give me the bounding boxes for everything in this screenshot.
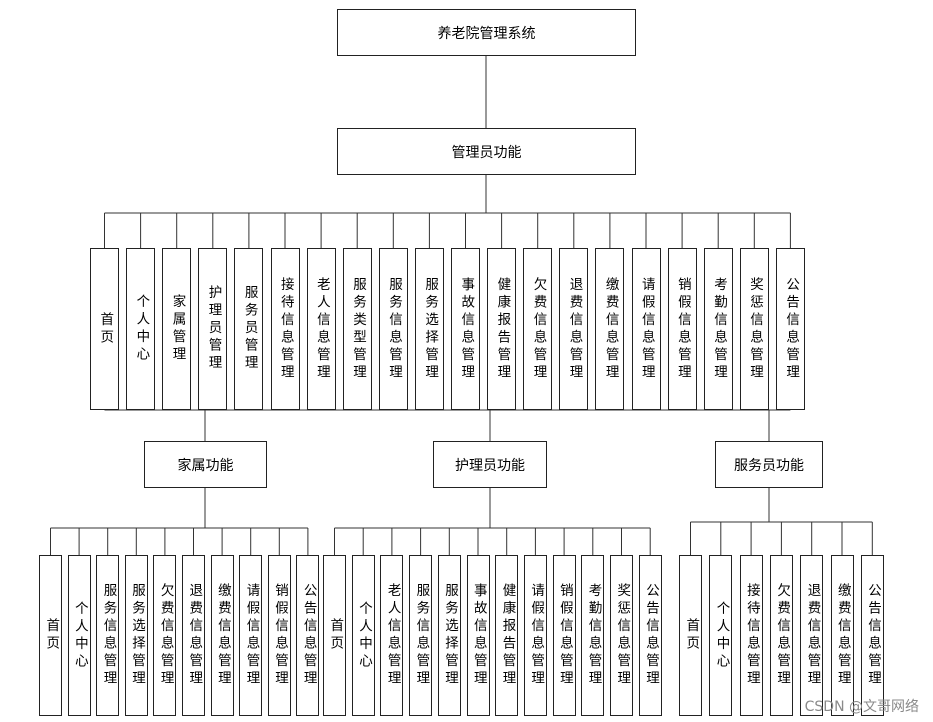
family-item: 服务选择管理 [124, 555, 148, 716]
family-item: 服务信息管理 [96, 555, 120, 716]
admin-item: 家属管理 [162, 248, 192, 410]
admin-item: 事故信息管理 [451, 248, 480, 410]
root-label: 养老院管理系统 [437, 25, 536, 42]
nurse-item: 考勤信息管理 [581, 555, 605, 716]
nurse-item: 服务选择管理 [437, 555, 461, 716]
nurse-item: 事故信息管理 [466, 555, 490, 716]
admin-item: 首页 [90, 248, 119, 410]
admin-item: 销假信息管理 [667, 248, 697, 410]
nurse-item: 请假信息管理 [523, 555, 547, 716]
waiter-item: 接待信息管理 [739, 555, 763, 716]
family-node: 家属功能 [144, 441, 267, 488]
waiter-item: 缴费信息管理 [830, 555, 854, 716]
admin-item: 服务信息管理 [378, 248, 408, 410]
waiter-label: 服务员功能 [734, 457, 804, 474]
watermark: CSDN @文哥网络 [804, 699, 919, 715]
admin-item: 老人信息管理 [306, 248, 336, 410]
admin-label: 管理员功能 [451, 144, 522, 161]
admin-item: 欠费信息管理 [523, 248, 553, 410]
family-item: 缴费信息管理 [210, 555, 234, 716]
nurse-label: 护理员功能 [455, 457, 525, 474]
nurse-item: 公告信息管理 [638, 555, 662, 716]
nurse-item: 个人中心 [351, 555, 375, 716]
admin-item: 接待信息管理 [270, 248, 300, 410]
root-node: 养老院管理系统 [337, 9, 636, 56]
nurse-item: 销假信息管理 [552, 555, 576, 716]
nurse-item: 服务信息管理 [409, 555, 433, 716]
admin-item: 个人中心 [126, 248, 156, 410]
family-item: 退费信息管理 [182, 555, 205, 716]
admin-item: 退费信息管理 [559, 248, 589, 410]
waiter-node: 服务员功能 [715, 441, 823, 488]
admin-node: 管理员功能 [337, 128, 636, 175]
waiter-item: 公告信息管理 [860, 555, 884, 716]
admin-item: 护理员管理 [198, 248, 228, 410]
waiter-item: 欠费信息管理 [769, 555, 793, 716]
admin-item: 请假信息管理 [631, 248, 661, 410]
family-item: 公告信息管理 [296, 555, 320, 716]
waiter-item: 退费信息管理 [800, 555, 824, 716]
admin-item: 服务选择管理 [414, 248, 444, 410]
admin-item: 服务员管理 [234, 248, 264, 410]
waiter-item: 首页 [679, 555, 702, 716]
nurse-item: 奖惩信息管理 [610, 555, 633, 716]
nurse-node: 护理员功能 [433, 441, 547, 488]
family-item: 首页 [39, 555, 62, 716]
admin-item: 健康报告管理 [487, 248, 517, 410]
admin-item: 缴费信息管理 [595, 248, 625, 410]
admin-item: 公告信息管理 [775, 248, 805, 410]
family-item: 请假信息管理 [239, 555, 263, 716]
nurse-item: 老人信息管理 [380, 555, 404, 716]
family-item: 个人中心 [67, 555, 91, 716]
family-item: 欠费信息管理 [153, 555, 177, 716]
admin-item: 考勤信息管理 [703, 248, 733, 410]
admin-item: 服务类型管理 [342, 248, 372, 410]
nurse-item: 首页 [323, 555, 346, 716]
nurse-item: 健康报告管理 [495, 555, 519, 716]
family-item: 销假信息管理 [267, 555, 291, 716]
admin-item: 奖惩信息管理 [739, 248, 769, 410]
family-label: 家属功能 [177, 457, 234, 474]
waiter-item: 个人中心 [709, 555, 733, 716]
